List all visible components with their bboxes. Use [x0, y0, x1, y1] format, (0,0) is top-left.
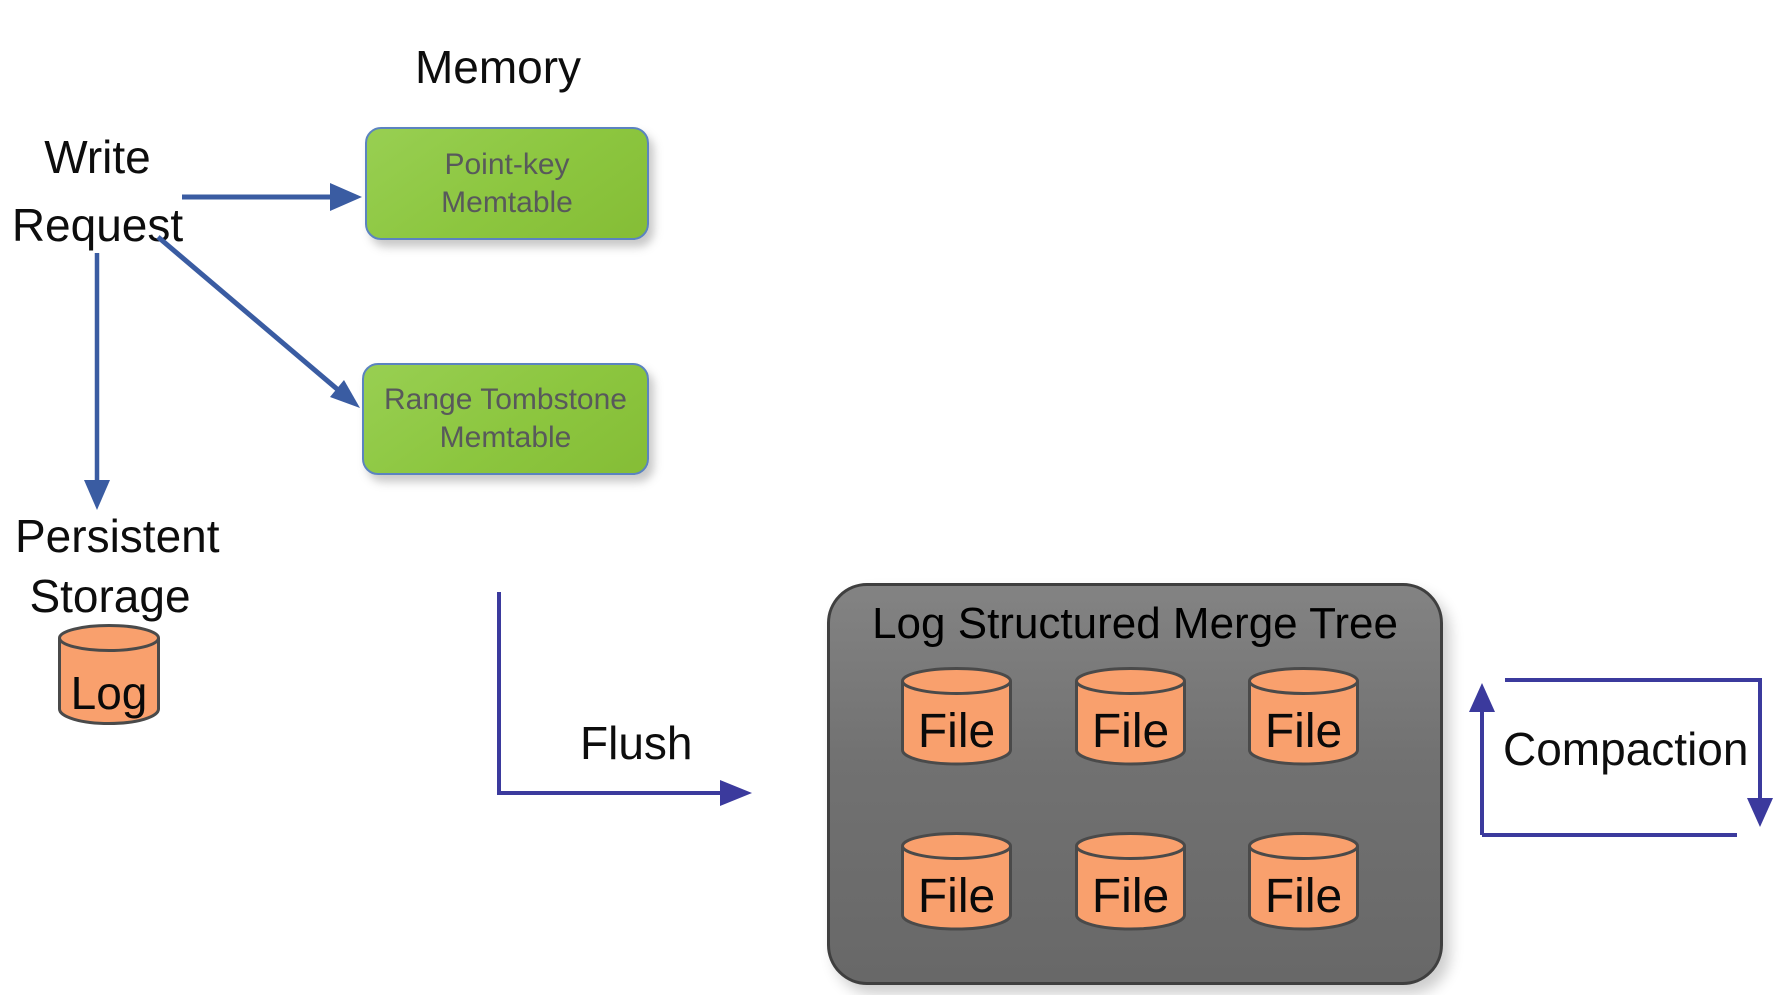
file-label: File	[1265, 870, 1342, 923]
file-cylinder-top	[901, 667, 1012, 695]
file-label: File	[1092, 705, 1169, 758]
file-label: File	[918, 870, 995, 923]
log-cylinder: Log	[58, 624, 160, 725]
memory-label: Memory	[414, 41, 582, 93]
file-cylinder-body	[901, 681, 1012, 766]
file-cylinder-body	[1075, 681, 1186, 766]
persistent-storage-line2: Storage	[29, 570, 191, 622]
file-cylinder-top	[1248, 667, 1359, 695]
log-cylinder-top	[58, 624, 160, 652]
file-cylinder-body	[1248, 846, 1359, 931]
compaction-label: Compaction	[1503, 723, 1749, 775]
file-cylinder-body	[1248, 681, 1359, 766]
file-cylinder-top	[901, 832, 1012, 860]
range-memtable-line1: Range Tombstone	[384, 383, 627, 416]
flush-arrow	[497, 592, 752, 806]
file-label: File	[1265, 705, 1342, 758]
file-cylinder-body	[901, 846, 1012, 931]
file-cylinder-top	[1248, 832, 1359, 860]
range-tombstone-memtable-box: Range Tombstone Memtable	[362, 363, 649, 475]
file-cylinder-6: File	[1248, 832, 1359, 931]
file-cylinder-1: File	[901, 667, 1012, 766]
write-to-range-arrow	[156, 235, 360, 408]
pointkey-memtable-line1: Point-key	[444, 147, 570, 181]
persistent-storage-label: Persistent Storage	[15, 506, 220, 626]
file-cylinder-5: File	[1075, 832, 1186, 931]
write-request-label: Write Request	[0, 123, 195, 259]
pointkey-memtable-line2: Memtable	[441, 185, 573, 219]
range-memtable-line2: Memtable	[439, 421, 572, 454]
write-request-line1: Write	[44, 131, 151, 183]
file-label: File	[1092, 870, 1169, 923]
lsm-tree-title: Log Structured Merge Tree	[872, 599, 1398, 648]
write-to-pointkey-arrow	[182, 183, 362, 211]
file-cylinder-body	[1075, 846, 1186, 931]
file-cylinder-3: File	[1248, 667, 1359, 766]
log-label: Log	[71, 667, 148, 719]
file-cylinder-4: File	[901, 832, 1012, 931]
file-label: File	[918, 705, 995, 758]
write-to-log-arrow	[84, 253, 110, 510]
file-cylinder-top	[1075, 667, 1186, 695]
flush-label: Flush	[580, 717, 693, 769]
compaction-up-arrow	[1469, 683, 1495, 835]
log-cylinder-body	[58, 638, 160, 725]
write-request-line2: Request	[11, 199, 184, 251]
persistent-storage-line1: Persistent	[15, 510, 220, 562]
file-cylinder-2: File	[1075, 667, 1186, 766]
pointkey-memtable-box: Point-key Memtable	[365, 127, 649, 240]
file-cylinder-top	[1075, 832, 1186, 860]
